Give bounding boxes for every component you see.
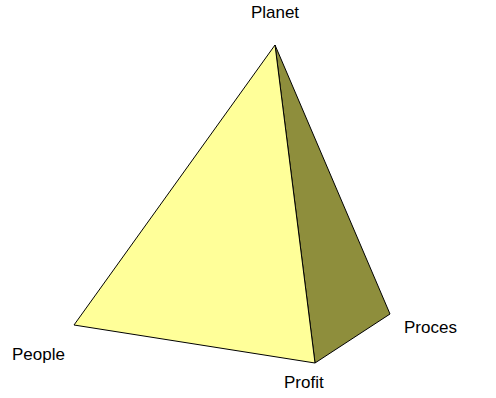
vertex-label: Profit bbox=[284, 374, 324, 393]
vertex-label: People bbox=[12, 346, 65, 365]
vertex-label: Planet bbox=[251, 4, 299, 23]
vertex-label: Proces bbox=[404, 319, 457, 338]
pyramid-left-face bbox=[74, 45, 315, 363]
